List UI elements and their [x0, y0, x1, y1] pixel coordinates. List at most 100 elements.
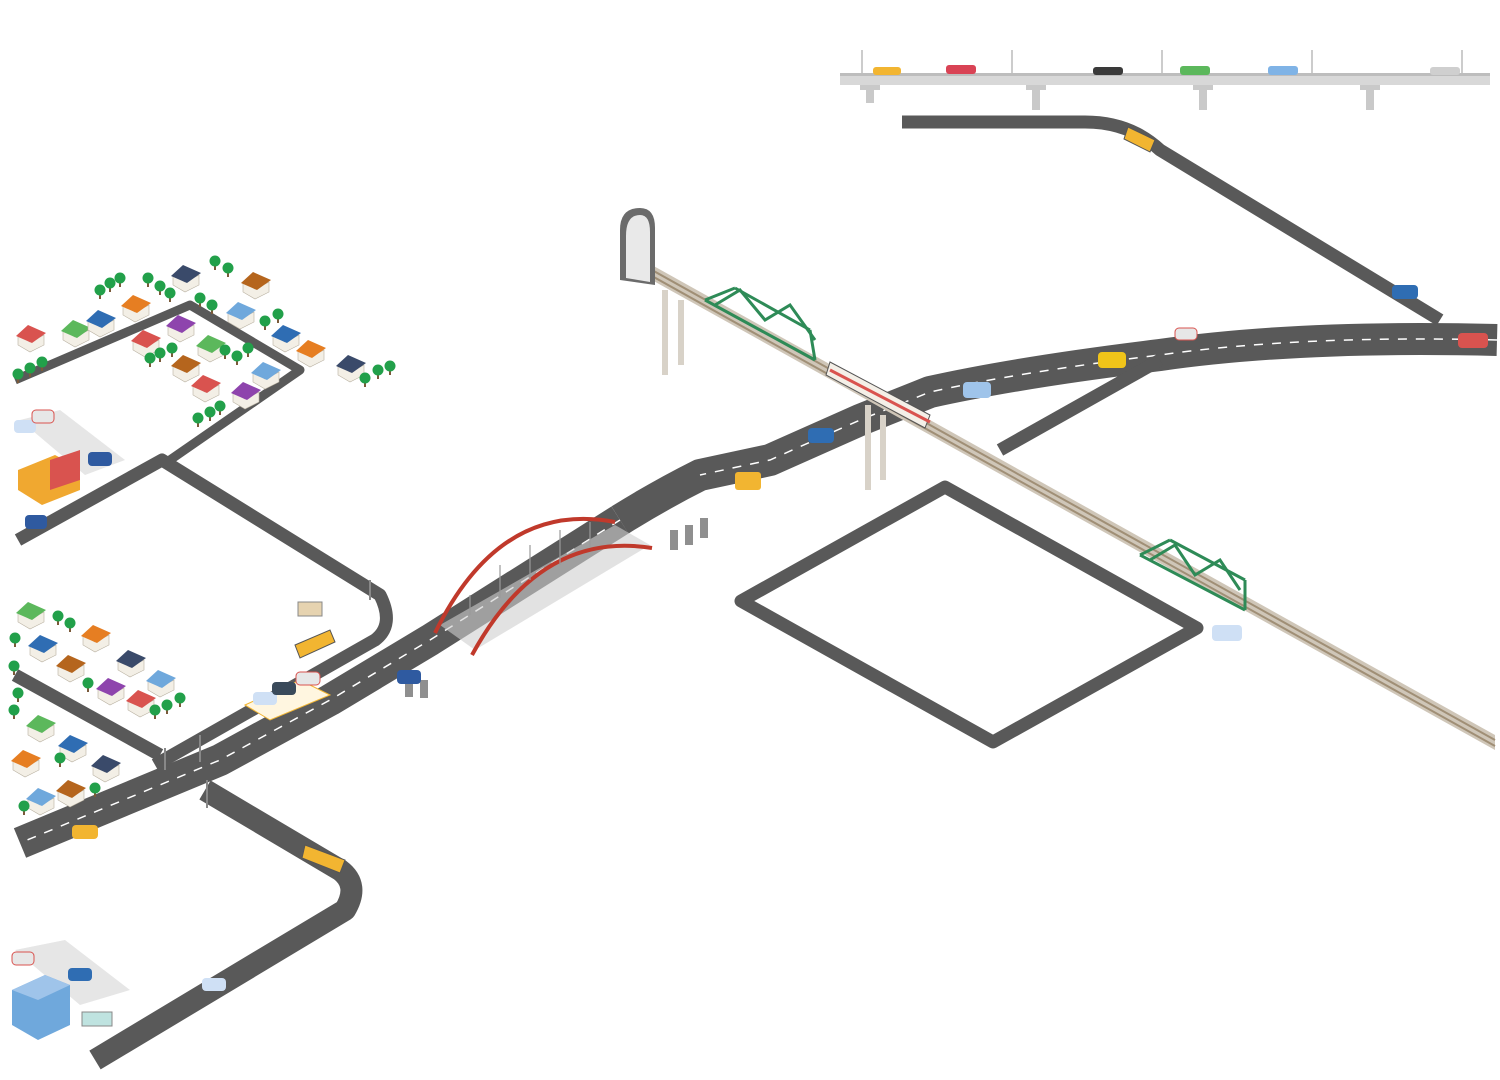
car-icon: [735, 472, 761, 490]
tree-icon: [12, 368, 24, 383]
house-icon: [11, 750, 41, 778]
tree-icon: [36, 356, 48, 371]
house-icon: [171, 355, 201, 383]
tree-icon: [164, 287, 176, 302]
highway-car: [1093, 67, 1123, 75]
tree-icon: [174, 692, 186, 707]
house-icon: [116, 650, 146, 678]
tree-icon: [18, 800, 30, 815]
mall-icon: [12, 975, 70, 1040]
house-icon: [26, 788, 56, 816]
house-icon: [146, 670, 176, 698]
tree-icon: [89, 782, 101, 797]
road-vehicles: [25, 126, 1488, 991]
tree-icon: [219, 344, 231, 359]
tree-icon: [259, 315, 271, 330]
elevated-railway: [620, 208, 1496, 750]
tunnel-portal-icon: [620, 208, 655, 285]
tree-icon: [154, 347, 166, 362]
tree-icon: [142, 272, 154, 287]
tree-icon: [82, 677, 94, 692]
tree-icon: [24, 362, 36, 377]
bus-icon: [301, 844, 346, 874]
tree-icon: [8, 660, 20, 675]
highway-car: [1268, 66, 1298, 75]
tree-icon: [52, 610, 64, 625]
house-icon: [56, 780, 86, 808]
tree-icon: [94, 284, 106, 299]
house-icon: [196, 335, 226, 363]
house-icon: [231, 382, 261, 410]
highway-car: [946, 65, 976, 74]
arch-bridge-icon: [405, 516, 708, 698]
tree-icon: [54, 752, 66, 767]
car-icon: [397, 670, 421, 684]
car-icon: [808, 428, 834, 443]
traffic-light-icon: [164, 580, 371, 808]
house-icon: [16, 602, 46, 630]
tree-icon: [272, 308, 284, 323]
tree-icon: [161, 699, 173, 714]
tree-icon: [144, 352, 156, 367]
tree-icon: [222, 262, 234, 277]
tree-icon: [231, 350, 243, 365]
truss-bridge-icon: [704, 286, 817, 362]
car-icon: [72, 825, 98, 839]
house-icon: [28, 635, 58, 663]
house-icon: [166, 315, 196, 343]
parking-lots: [11, 409, 332, 1005]
train-icon: [825, 361, 931, 429]
bus-stop-icon: [297, 601, 323, 617]
elevated-highway: [840, 50, 1490, 110]
tree-icon: [372, 364, 384, 379]
tree-icon: [214, 400, 226, 415]
house-icon: [61, 320, 91, 348]
road-network: [11, 115, 1498, 1070]
house-icon: [81, 625, 111, 653]
tree-icon: [8, 704, 20, 719]
car-icon: [1174, 327, 1198, 341]
house-icon: [16, 325, 46, 353]
house-icon: [296, 340, 326, 368]
car-icon: [25, 515, 47, 529]
house-icon: [171, 265, 201, 293]
bus-icon: [294, 629, 336, 659]
tree-icon: [149, 704, 161, 719]
tree-icon: [154, 280, 166, 295]
tree-icon: [114, 272, 126, 287]
house-icon: [91, 755, 121, 783]
tree-icon: [359, 372, 371, 387]
bus-stop-icon: [81, 1011, 113, 1027]
house-icon: [191, 375, 221, 403]
truss-bridge-icon: [1139, 538, 1247, 612]
house-icon: [86, 310, 116, 338]
trees: [8, 255, 396, 815]
bus-icon: [1123, 126, 1156, 153]
tree-icon: [12, 687, 24, 702]
car-icon: [963, 382, 991, 398]
car-icon: [202, 978, 226, 991]
tree-icon: [192, 412, 204, 427]
tree-icon: [384, 360, 396, 375]
house-icon: [241, 272, 271, 300]
house-icon: [251, 362, 281, 390]
tree-icon: [204, 406, 216, 421]
house-icon: [96, 678, 126, 706]
house-icon: [26, 715, 56, 743]
house-icon: [56, 655, 86, 683]
shop-icon: [18, 450, 80, 505]
car-icon: [1098, 352, 1126, 368]
car-icon: [1212, 625, 1242, 641]
house-icon: [271, 325, 301, 353]
tree-icon: [9, 632, 21, 647]
highway-car: [1180, 66, 1210, 75]
tree-icon: [64, 617, 76, 632]
tree-icon: [194, 292, 206, 307]
highway-car: [873, 67, 901, 75]
highway-car: [1430, 67, 1460, 75]
tree-icon: [209, 255, 221, 270]
tree-icon: [166, 342, 178, 357]
house-icon: [226, 302, 256, 330]
houses: [11, 265, 366, 816]
